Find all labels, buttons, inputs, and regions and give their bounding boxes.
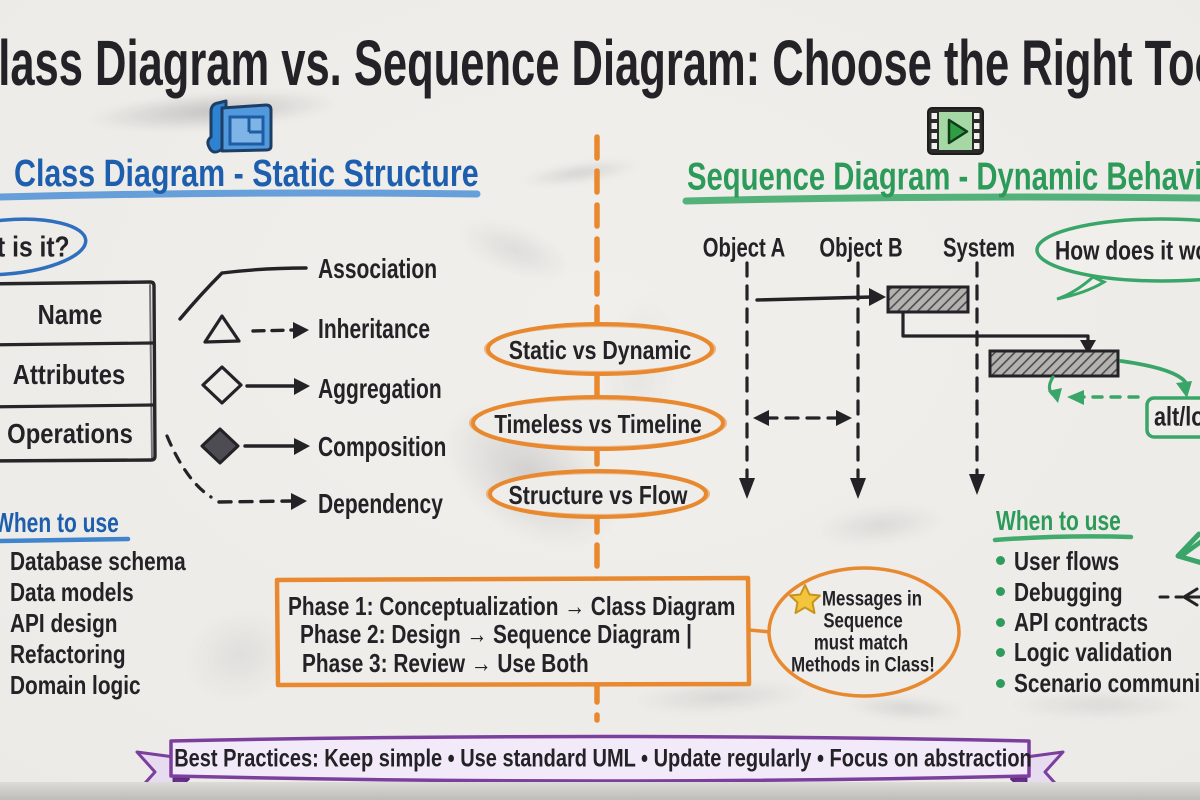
note-line: Messages in <box>822 587 922 611</box>
class-box-name: Name <box>37 299 103 330</box>
contrast-label: Timeless vs Timeline <box>494 409 702 439</box>
legend-dependency-label: Dependency <box>318 488 443 519</box>
bullet-dot <box>996 587 1005 596</box>
left-when-underline <box>0 536 131 544</box>
class-box <box>0 280 157 463</box>
star-icon <box>789 584 821 614</box>
left-use-case: Database schema <box>10 546 186 576</box>
contrast-ellipses <box>468 322 728 519</box>
right-use-case: Scenario communication <box>1014 668 1200 698</box>
left-section-heading: Class Diagram - Static Structure <box>14 153 479 195</box>
legend-aggregation-label: Aggregation <box>318 373 442 404</box>
left-heading-underline <box>0 189 481 201</box>
phase-box <box>274 575 752 688</box>
alt-loop-label: alt/loop <box>1154 401 1200 432</box>
film-play-icon <box>927 107 984 155</box>
banner-label: Best Practices: Keep simple • Use standa… <box>174 744 1032 773</box>
right-edge-dashed-arrow <box>1158 587 1200 607</box>
legend-association-line <box>178 266 308 321</box>
right-heading-underline <box>682 193 1200 205</box>
how-bubble-label: How does it work? <box>1055 235 1200 266</box>
right-section-heading: Sequence Diagram - Dynamic Behavior <box>687 155 1200 199</box>
class-box-operations: Operations <box>7 418 133 449</box>
left-use-case: Domain logic <box>10 670 141 700</box>
activation-box-2 <box>988 349 1120 378</box>
legend-composition-label: Composition <box>318 431 447 462</box>
legend-inheritance-symbol <box>203 314 309 344</box>
bullet-dot <box>996 648 1005 657</box>
legend-dependency-symbol <box>165 434 307 510</box>
legend-association-label: Association <box>318 253 438 284</box>
phase-line: Phase 1: Conceptualization → Class Diagr… <box>288 591 736 621</box>
what-is-it-label: What is it? <box>0 231 70 264</box>
message-arrow-1 <box>755 288 886 306</box>
bullet-dot <box>996 556 1005 565</box>
how-bubble <box>1035 217 1200 301</box>
page-title: Class Diagram vs. Sequence Diagram: Choo… <box>0 27 1200 99</box>
left-use-case: Refactoring <box>10 639 126 669</box>
lifeline-label-object-a: Object A <box>702 232 786 263</box>
dashed-double-arrow <box>753 410 852 426</box>
note-line: must match <box>813 631 909 655</box>
right-use-case: Debugging <box>1014 577 1123 607</box>
green-dashed-return-arrow <box>1047 375 1140 405</box>
legend-composition-symbol <box>200 427 310 465</box>
bullet-dot <box>996 679 1005 688</box>
phase-line: Phase 2: Design → Sequence Diagram | <box>300 619 692 649</box>
green-curve-arrow-to-alt <box>1119 359 1192 398</box>
activation-box-1 <box>886 285 970 314</box>
lifeline-label-system: System <box>942 232 1016 263</box>
contrast-label: Static vs Dynamic <box>508 335 692 365</box>
alt-loop-box <box>1145 396 1200 439</box>
class-box-attributes: Attributes <box>12 359 126 390</box>
message-arrow-2 <box>901 311 1096 354</box>
whiteboard-bottom-edge <box>0 782 1200 800</box>
left-when-to-use-heading: When to use <box>0 507 119 538</box>
right-use-case: Logic validation <box>1014 637 1173 667</box>
note-line: Methods in Class! <box>791 653 935 677</box>
note-line: Sequence <box>823 609 903 633</box>
what-is-it-ellipse <box>0 217 88 277</box>
lifeline-arrowhead <box>969 474 985 495</box>
right-use-case: API contracts <box>1014 607 1149 637</box>
legend-aggregation-symbol <box>201 365 310 405</box>
right-edge-green-arrow <box>1175 531 1200 566</box>
right-when-underline <box>992 534 1134 543</box>
left-use-case: API design <box>10 608 118 638</box>
lifeline-arrowhead <box>739 478 755 499</box>
lifeline-arrowhead <box>850 478 866 499</box>
phase-line: Phase 3: Review → Use Both <box>302 648 589 678</box>
left-use-case: Data models <box>10 577 134 607</box>
bullet-dot <box>996 618 1005 627</box>
lifeline-label-object-b: Object B <box>819 232 903 263</box>
contrast-label: Structure vs Flow <box>508 480 688 510</box>
right-use-case: User flows <box>1014 546 1120 576</box>
right-when-to-use-heading: When to use <box>996 505 1121 536</box>
legend-inheritance-label: Inheritance <box>318 313 431 344</box>
blueprint-icon <box>206 99 273 154</box>
